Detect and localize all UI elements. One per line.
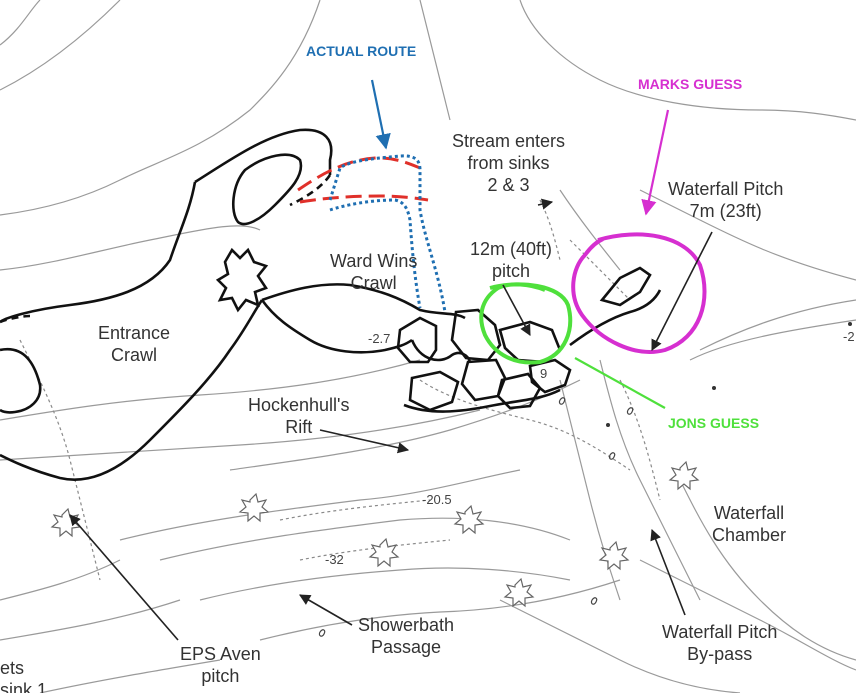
- marks-guess-label: MARKS GUESS: [638, 76, 743, 92]
- depth-marker: -2: [843, 329, 855, 344]
- dotted-stream-lines: [19, 199, 661, 581]
- jons-guess-scribble: [479, 282, 573, 365]
- jons-guess-label: JONS GUESS: [668, 415, 760, 431]
- depth-marker: 9: [540, 366, 548, 381]
- actual-route-path: [328, 154, 447, 313]
- jons-guess-pointer: [574, 357, 666, 409]
- actual-route-label: ACTUAL ROUTE: [306, 43, 417, 59]
- actual-route-arrow: [370, 79, 391, 150]
- marks-guess-arrow: [641, 109, 670, 216]
- aven-symbols: [50, 460, 700, 608]
- survey-station: [712, 386, 716, 390]
- depth-marker: -2.7: [368, 331, 391, 346]
- marks-guess-scribble: [571, 232, 707, 354]
- depth-marker: -20.5: [422, 492, 452, 507]
- label-arrows: [69, 198, 713, 641]
- pitch-12m-label: 12m (40ft)pitch: [470, 239, 553, 281]
- survey-station: [606, 423, 610, 427]
- depth-marker: -32: [325, 552, 344, 567]
- stream-sink-symbols: [318, 397, 634, 637]
- red-route-marks: [297, 156, 429, 204]
- survey-station: [848, 322, 852, 326]
